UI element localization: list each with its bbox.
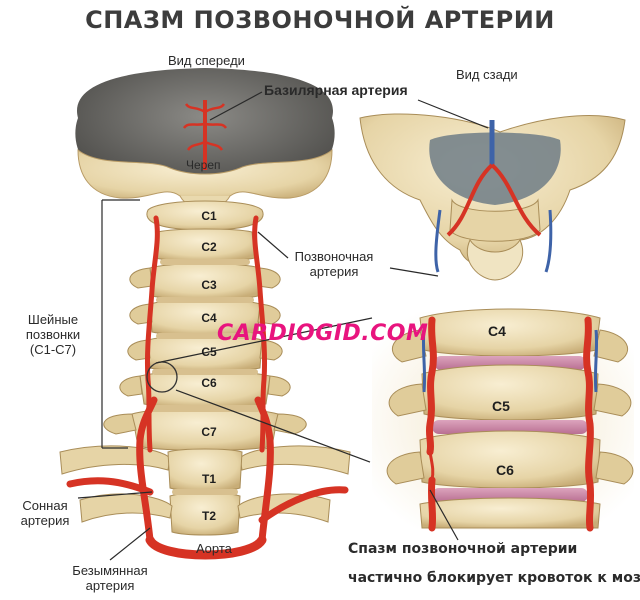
vertebral-artery-label-line1: Позвоночная [294,249,374,264]
basilar-artery-label: Базилярная артерия [264,82,408,98]
carotid-label-line1: Сонная [22,498,68,513]
back-view-label: Вид сзади [456,67,518,82]
innominate-label-line1: Безымянная [72,563,148,578]
vertebra-c5-label: С5 [201,345,217,359]
zoom-vertebra-c6-label: C6 [496,462,514,478]
caption-line1: Спазм позвоночной артерии [348,541,578,557]
cervical-label-line2: позвонки [25,327,81,342]
zoom-view [372,308,634,532]
back-view [359,113,626,281]
cervical-vertebrae-label: Шейные позвонки (С1-С7) [16,312,90,357]
cervical-label-line3: (С1-С7) [29,342,77,357]
vertebra-t1-label: Т1 [201,472,216,486]
front-view-label: Вид спереди [168,53,245,68]
skull-front [75,68,335,210]
vertebral-artery-label-line2: артерия [309,264,359,279]
vertebra-c6-label: С6 [201,376,217,390]
vertebra-c4-label: С4 [201,311,217,325]
vertebral-artery-label: Позвоночная артерия [292,249,376,279]
vertebra-c3-label: С3 [201,278,217,292]
arteries-front [66,215,349,560]
cervical-column-front [59,200,351,536]
zoom-vertebra-c5-label: C5 [492,398,510,414]
caption-line2: частично блокирует кровоток к мозгу [348,570,640,586]
vertebra-c1-label: С1 [201,209,217,223]
vertebra-c2-label: С2 [201,240,217,254]
zoom-vertebra-c4-label: C4 [488,323,506,339]
diagram-title: СПАЗМ ПОЗВОНОЧНОЙ АРТЕРИИ [85,6,555,34]
vertebra-c7-label: С7 [201,425,217,439]
vertebra-t2-label: Т2 [201,509,216,523]
carotid-label-line2: артерия [20,513,70,528]
site-watermark: CARDIOGID.COM [217,321,429,346]
aorta-label: Аорта [196,541,232,556]
skull-label: Череп [186,158,221,172]
carotid-artery-label: Сонная артерия [12,498,78,528]
cervical-label-line1: Шейные [27,312,79,327]
innominate-artery-label: Безымянная артерия [60,563,160,593]
leader-lines [77,91,489,561]
innominate-label-line2: артерия [85,578,135,593]
